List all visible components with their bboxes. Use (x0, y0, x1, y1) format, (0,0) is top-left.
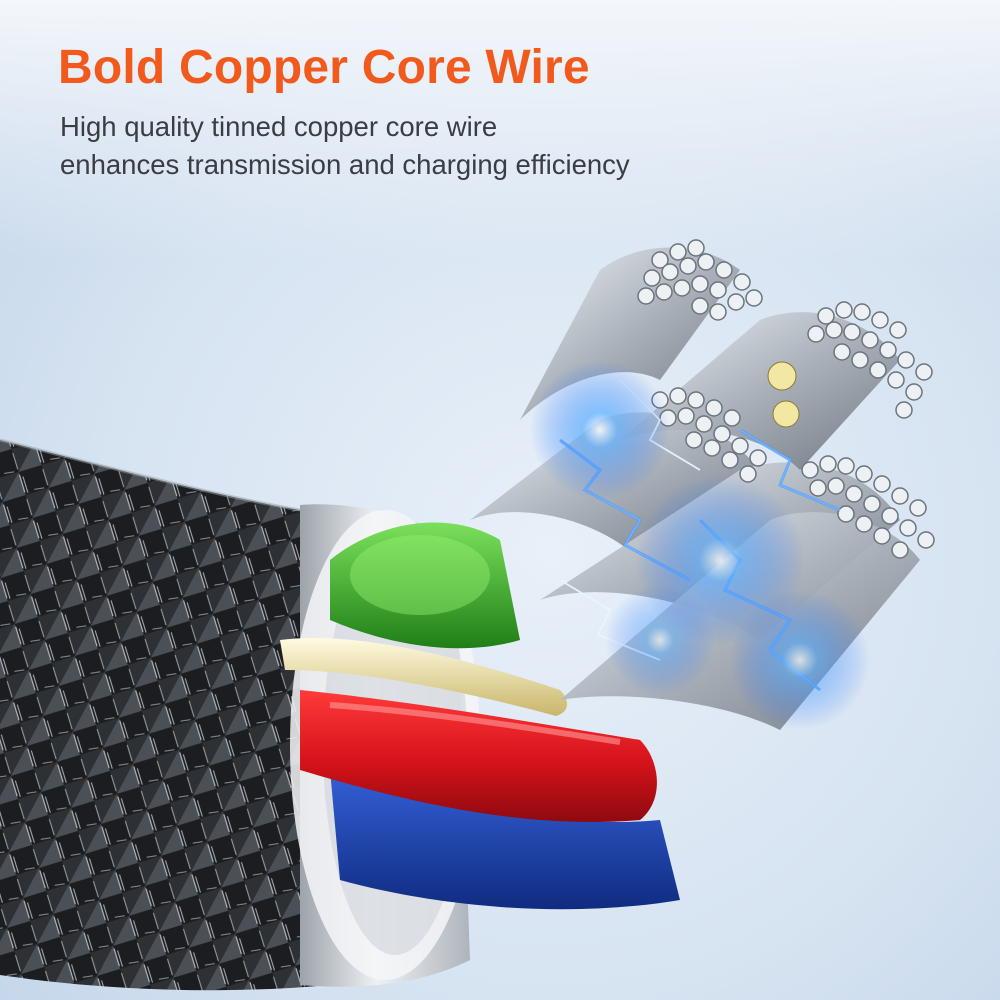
subtitle-line-2: enhances transmission and charging effic… (60, 149, 630, 180)
headline: Bold Copper Core Wire (58, 41, 590, 94)
subtitle-line-1: High quality tinned copper core wire (60, 111, 498, 142)
